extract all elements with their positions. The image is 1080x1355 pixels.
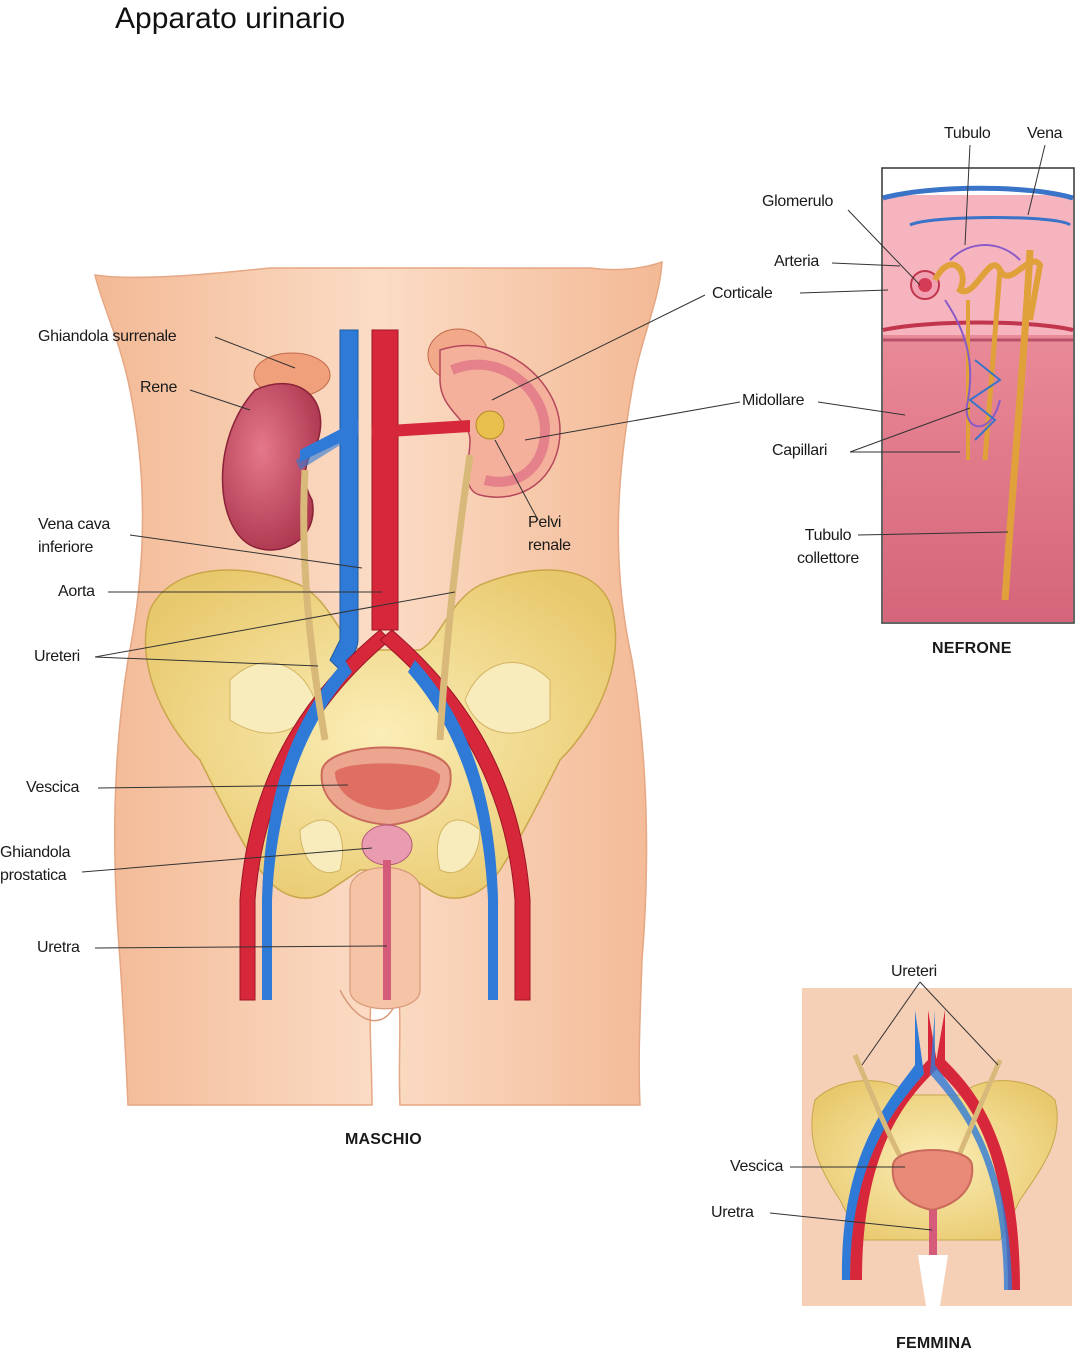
male-leader-lines: [81, 294, 741, 949]
prostate: [361, 824, 413, 866]
label-pelvi-renale: Pelvi renale: [528, 514, 571, 554]
nephron-leader-lines: [799, 144, 1046, 536]
female-leader-lines: [769, 981, 999, 1231]
kidney-right: [221, 383, 322, 551]
label-vena: Vena: [1027, 125, 1063, 142]
ureter-left: [436, 454, 474, 741]
label-vena-cava-inferiore: Vena cava inferiore: [38, 516, 111, 556]
label-ureteri: Ureteri: [34, 648, 80, 665]
female-panel: [802, 988, 1072, 1306]
urethra: [383, 860, 391, 1000]
aorta: [371, 329, 399, 631]
caption-maschio: MASCHIO: [345, 1131, 422, 1148]
caption-nefrone: NEFRONE: [932, 640, 1012, 657]
label-female-ureteri: Ureteri: [891, 963, 937, 980]
male-figure: [94, 260, 663, 1106]
label-corticale: Corticale: [712, 285, 773, 302]
label-glomerulo: Glomerulo: [762, 193, 834, 210]
label-rene: Rene: [140, 379, 178, 396]
page-title: Apparato urinario: [115, 2, 346, 35]
caption-femmina: FEMMINA: [896, 1335, 973, 1352]
nephron-panel: [881, 167, 1075, 624]
female-bladder: [891, 1149, 974, 1212]
label-midollare: Midollare: [742, 392, 805, 409]
collecting-tubule: [1001, 249, 1034, 601]
label-tubulo-collettore: Tubulo collettore: [797, 527, 859, 567]
ureter-right: [300, 469, 329, 741]
label-capillari: Capillari: [772, 442, 828, 459]
label-ghiandola-surrenale: Ghiandola surrenale: [38, 328, 177, 345]
label-ghiandola-prostatica: Ghiandola prostatica: [0, 844, 71, 884]
label-aorta: Aorta: [58, 583, 95, 600]
label-arteria: Arteria: [774, 253, 820, 270]
label-tubulo: Tubulo: [944, 125, 991, 142]
label-female-vescica: Vescica: [730, 1158, 784, 1175]
label-uretra: Uretra: [37, 939, 80, 956]
label-vescica: Vescica: [26, 779, 80, 796]
label-female-uretra: Uretra: [711, 1204, 754, 1221]
